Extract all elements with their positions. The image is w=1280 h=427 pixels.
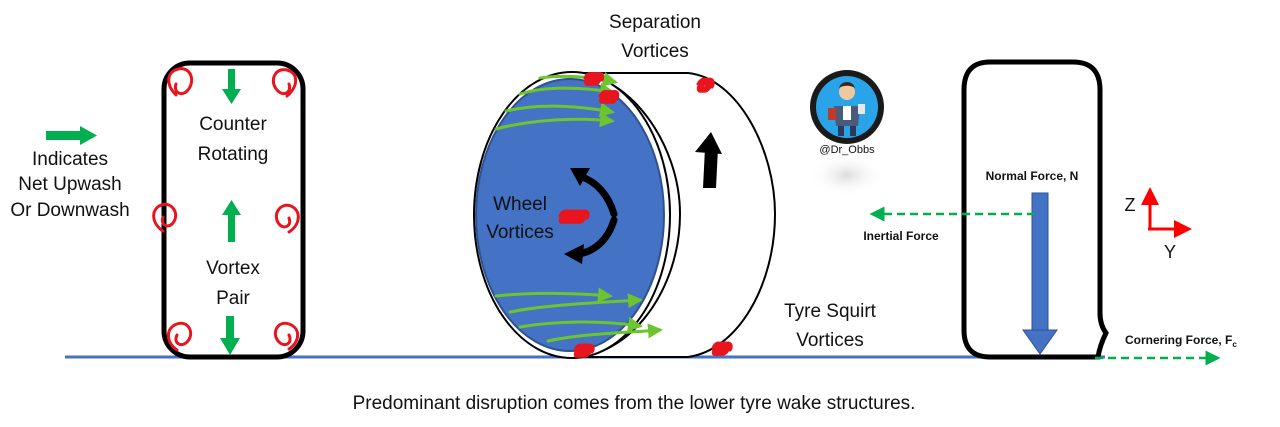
legend-arrow-icon <box>46 126 97 145</box>
vortex-swirl-top-left <box>167 67 194 97</box>
streamline-lower-3 <box>518 316 643 332</box>
tyre-squirt-line-2: Vortices <box>796 330 864 351</box>
cornering-force-text: Cornering Force, F <box>1125 333 1232 347</box>
vortex-swirl-bottom-right <box>273 321 300 351</box>
wheel-rotation-arrowhead-lower-icon <box>564 244 584 264</box>
streamline-upper-2 <box>518 82 615 98</box>
tyre-squirt-line-1: Tyre Squirt <box>784 301 877 322</box>
author-handle: @Dr_Obbs <box>819 144 875 156</box>
wheel-vortex-coil <box>558 209 590 224</box>
vortex-swirl-bottom-left <box>166 321 193 352</box>
separation-vortex-coil-2 <box>598 90 620 104</box>
vortex-swirl-mid-right <box>274 203 300 234</box>
vortex-pair-line-1: Vortex <box>206 258 260 279</box>
streamline-upper-4 <box>494 112 615 131</box>
tyre-squirt-vortex-coil-1 <box>573 343 595 358</box>
streamline-upper-3 <box>504 102 615 118</box>
legend-text-line-1: Indicates <box>32 149 108 170</box>
legend-text-line-2: Net Upwash <box>18 174 122 195</box>
vortex-swirl-mid-left <box>152 202 178 233</box>
separation-vortex-coil-1 <box>583 72 605 86</box>
inertial-force-label: Inertial Force <box>863 229 939 243</box>
downwash-arrow-bottom-icon <box>220 316 240 355</box>
separation-vortex-coil-3 <box>696 77 715 93</box>
wheel-rotation-arrowhead-upper-icon <box>570 168 590 186</box>
cornering-force-label: Cornering Force, Fc <box>1125 333 1237 349</box>
wheel-vortices-line-1: Wheel <box>493 194 547 215</box>
counter-rotating-line-1: Counter <box>199 114 267 135</box>
axis-z-label: Z <box>1125 195 1136 215</box>
counter-rotating-line-2: Rotating <box>198 144 269 165</box>
separation-vortices-line-1: Separation <box>609 12 701 33</box>
streamline-lower-4 <box>546 323 663 343</box>
cornering-force-subscript: c <box>1232 340 1237 349</box>
vortex-swirl-top-right <box>271 68 298 98</box>
streamline-upper-1 <box>538 71 618 87</box>
wheel-rotation-arrow-upper-icon <box>578 173 618 218</box>
wheel-vortices-line-2: Vortices <box>486 222 554 243</box>
legend-text-line-3: Or Downwash <box>10 200 129 221</box>
soft-shadow <box>809 153 885 197</box>
streamline-lower-1 <box>494 287 613 303</box>
normal-force-label: Normal Force, N <box>986 169 1079 183</box>
axis-y-label: Y <box>1164 242 1176 262</box>
streamline-lower-2 <box>508 293 643 314</box>
tyre-squirt-vortex-coil-2 <box>711 341 733 356</box>
normal-force-arrow-icon <box>1022 192 1058 355</box>
tread-motion-arrow-icon <box>695 132 722 188</box>
avatar <box>810 70 884 144</box>
upwash-arrow-middle-icon <box>222 200 241 242</box>
vortex-pair-line-2: Pair <box>216 288 250 309</box>
downwash-arrow-top-icon <box>222 69 241 104</box>
diagram-caption: Predominant disruption comes from the lo… <box>353 393 916 414</box>
separation-vortices-line-2: Vortices <box>621 41 689 62</box>
